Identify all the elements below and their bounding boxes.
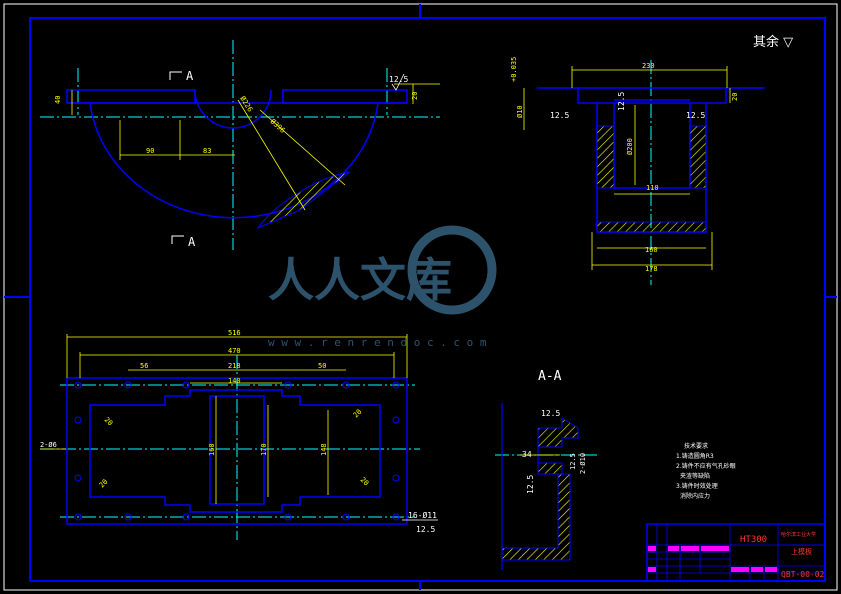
technical-notes: 技术要求 1.铸造圆角R3 2.铸件不应有气孔砂眼 夹渣等缺陷 3.铸件时效处理…	[676, 442, 736, 500]
watermark: 人人文库 w w w . r e n r e n d o c . c o m	[268, 225, 497, 349]
dim-h2: 170	[260, 443, 268, 456]
notes-line-5: 消除内应力	[680, 492, 710, 500]
watermark-url: w w w . r e n r e n d o c . c o m	[268, 336, 487, 349]
side-view: 其余 ▽ +0.035 230 20 Ø10 12.5 12.5 12.5 Ø2…	[510, 34, 793, 285]
dim-flange: 20	[731, 93, 739, 101]
rough-mid: 12.5	[617, 92, 626, 111]
title-school: 哈尔滨工业大学	[781, 531, 816, 538]
notes-line-3: 夹渣等缺陷	[680, 472, 710, 480]
dim-dia-bore: Ø200	[626, 138, 634, 155]
plan-view: 516 470 56 218 50 140 20 20 20 20 160 17…	[40, 329, 438, 540]
section-rough-left: 12.5	[526, 475, 535, 494]
title-block: HT300 哈尔滨工业大学 上模板 QBT-00-02	[646, 523, 826, 582]
dim-gap-right: 50	[318, 362, 326, 370]
section-mark-bottom: A	[188, 235, 196, 249]
roughness-note: 其余 ▽	[753, 34, 793, 50]
dim-overall: 516	[228, 329, 241, 337]
notes-line-2: 2.铸件不应有气孔砂眼	[676, 462, 736, 470]
dim-dia-inner: Ø10	[516, 105, 524, 118]
dim-inner: 470	[228, 347, 241, 355]
dim-right-height: 20	[411, 92, 419, 100]
title-material: HT300	[740, 535, 767, 545]
dim-holes: 16-Ø11	[408, 510, 437, 520]
dim-dia-large: Ø396	[269, 118, 287, 135]
watermark-brand: 人人文库	[268, 253, 452, 307]
notes-line-1: 1.铸造圆角R3	[676, 452, 714, 460]
dim-tolerance: +0.035	[510, 57, 518, 82]
section-view: A-A 12.5 12.5 12.5 34 2-Ø10	[495, 369, 600, 570]
dim-span-90: 90	[146, 147, 154, 155]
dim-inner-width: 160	[645, 246, 658, 254]
dim-r-right-top: 20	[352, 408, 364, 420]
section-rough-top: 12.5	[541, 409, 560, 418]
dim-center-span: 140	[228, 377, 241, 385]
rough-left: 12.5	[550, 111, 569, 120]
section-hatch	[501, 417, 579, 561]
section-width: 34	[522, 450, 532, 459]
section-dia: 2-Ø10	[579, 453, 587, 474]
dim-base-width: 178	[645, 265, 658, 273]
dim-left-height: 40	[54, 96, 62, 104]
bolt-holes	[74, 381, 400, 521]
dim-mid: 218	[228, 362, 241, 370]
dim-h1: 160	[208, 443, 216, 456]
dim-r-left-bot: 20	[98, 478, 110, 490]
roughness-symbol-icon	[391, 73, 405, 91]
notes-line-4: 3.铸件时效处理	[676, 482, 718, 490]
title-part-name: 上模板	[791, 547, 812, 556]
dim-bore-width: 110	[646, 184, 659, 192]
dim-top-width: 230	[642, 62, 655, 70]
title-drawing-no: QBT-00-02	[781, 570, 825, 579]
drawing-frame	[3, 3, 838, 591]
dim-h3: 148	[320, 443, 328, 456]
dim-r-left-top: 20	[103, 416, 115, 428]
section-label: A-A	[538, 369, 562, 384]
side-view-hatch	[596, 125, 707, 233]
section-rough-mid: 12.5	[569, 453, 577, 470]
dim-span-83: 83	[203, 147, 211, 155]
notes-title: 技术要求	[684, 442, 708, 450]
top-view-hatch	[256, 171, 351, 230]
top-roughness: 12.5	[389, 75, 408, 84]
rough-right: 12.5	[686, 111, 705, 120]
plan-roughness: 12.5	[416, 525, 435, 534]
top-view: A A 40 90 83 Ø226 Ø396 20 12.5	[40, 40, 440, 250]
section-mark-top: A	[186, 69, 194, 83]
dim-r-right-bot: 20	[359, 476, 371, 488]
dim-side: 2-Ø6	[40, 441, 57, 449]
dim-gap-left: 56	[140, 362, 148, 370]
